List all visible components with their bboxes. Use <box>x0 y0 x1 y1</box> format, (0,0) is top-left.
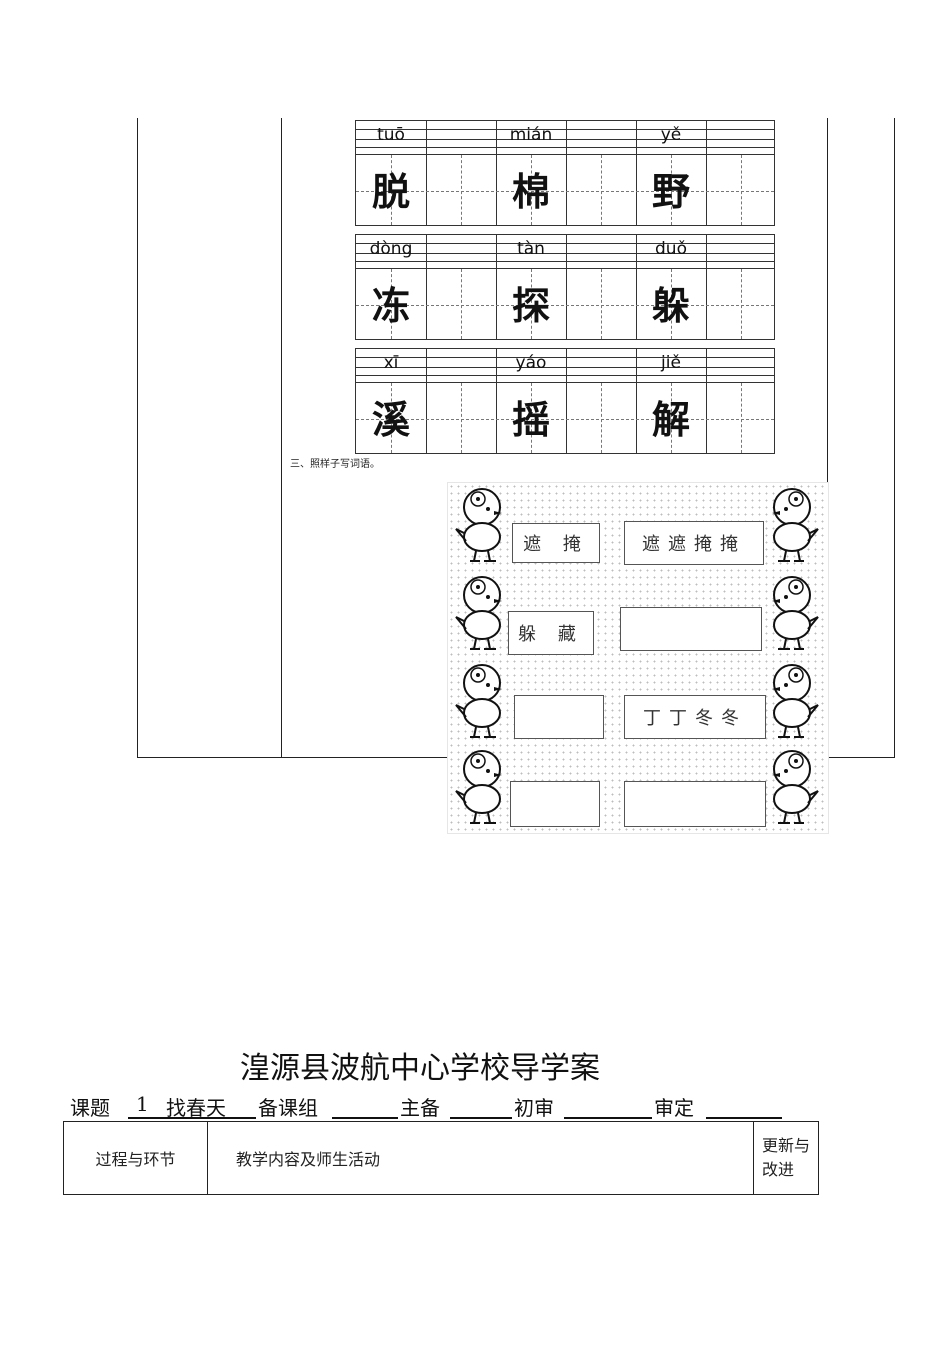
word-exercise-panel: 遮 掩 遮遮掩掩 躲 藏 丁丁冬冬 <box>447 482 829 834</box>
pinyin: tuō <box>377 125 405 145</box>
char-row-3: xī 溪 yáo 摇 jiě 解 <box>355 348 775 454</box>
review-label: 审定 <box>654 1096 694 1120</box>
char-row-2: dòng 冻 tàn 探 duǒ 躲 <box>355 234 775 340</box>
chick-flower-icon <box>772 488 819 562</box>
hanzi: 溪 <box>371 397 410 442</box>
chick-flower-icon <box>455 750 502 824</box>
pinyin: tàn <box>517 239 545 259</box>
pinyin: dòng <box>369 239 413 259</box>
prep-group-label: 备课组 <box>258 1096 318 1120</box>
table-divider-1 <box>281 118 282 758</box>
word-box-r2-left: 躲 藏 <box>508 611 594 655</box>
hanzi: 冻 <box>371 283 410 328</box>
pinyin: mián <box>509 125 553 145</box>
chick-flower-icon <box>772 664 819 738</box>
first-review-field[interactable] <box>564 1117 652 1119</box>
pinyin: jiě <box>661 353 681 373</box>
course-label: 课题 <box>70 1096 110 1120</box>
chick-flower-icon <box>455 488 502 562</box>
course-name: 找春天 <box>166 1096 226 1120</box>
word-box-r2-right[interactable] <box>620 607 762 651</box>
table-divider-2 <box>827 118 828 758</box>
word-box-r4-right[interactable] <box>624 781 766 827</box>
hanzi: 摇 <box>511 397 550 442</box>
word-box-r1-right: 遮遮掩掩 <box>624 521 764 565</box>
hanzi: 脱 <box>371 169 410 214</box>
word-box-r4-left[interactable] <box>510 781 600 827</box>
school-title: 湟源县波航中心学校导学案 <box>240 1051 600 1086</box>
main-prep-field[interactable] <box>450 1117 512 1119</box>
pinyin: duǒ <box>655 239 687 259</box>
lesson-header-table: 过程与环节 教学内容及师生活动 更新与改进 <box>63 1121 819 1195</box>
section-3-title: 三、照样子写词语。 <box>290 459 380 470</box>
word-box-r3-right: 丁丁冬冬 <box>624 695 766 739</box>
course-number: 1 <box>136 1092 149 1116</box>
pinyin: yě <box>660 125 682 145</box>
char-row-1: tuō 脱 mián 棉 yě 野 <box>355 120 775 226</box>
prep-group-field[interactable] <box>332 1117 398 1119</box>
hanzi: 棉 <box>511 169 550 214</box>
table-bottom-border-right <box>827 757 895 758</box>
hanzi: 探 <box>511 283 550 328</box>
pinyin: xī <box>383 353 399 373</box>
table-left-border <box>137 118 138 758</box>
course-underline <box>128 1117 256 1119</box>
hanzi: 躲 <box>651 283 690 328</box>
review-field[interactable] <box>706 1117 782 1119</box>
chick-flower-icon <box>455 664 502 738</box>
hanzi: 野 <box>651 169 690 214</box>
word-box-r3-left[interactable] <box>514 695 604 739</box>
pinyin: yáo <box>515 353 547 373</box>
header-process: 过程与环节 <box>64 1122 208 1194</box>
chick-flower-icon <box>772 576 819 650</box>
main-prep-label: 主备 <box>400 1096 440 1120</box>
word-box-r1-left: 遮 掩 <box>512 523 600 563</box>
hanzi: 解 <box>651 397 690 442</box>
table-bottom-border <box>137 757 447 758</box>
lesson-info-row: 课题 1 找春天 备课组 主备 初审 审定 <box>70 1092 830 1120</box>
chick-flower-icon <box>772 750 819 824</box>
first-review-label: 初审 <box>514 1096 554 1120</box>
character-practice-grid: tuō 脱 mián 棉 yě 野 dòng 冻 tàn 探 duǒ 躲 xī … <box>355 120 775 454</box>
table-right-border <box>894 118 895 758</box>
chick-flower-icon <box>455 576 502 650</box>
header-content: 教学内容及师生活动 <box>208 1122 754 1194</box>
header-update: 更新与改进 <box>762 1136 811 1179</box>
